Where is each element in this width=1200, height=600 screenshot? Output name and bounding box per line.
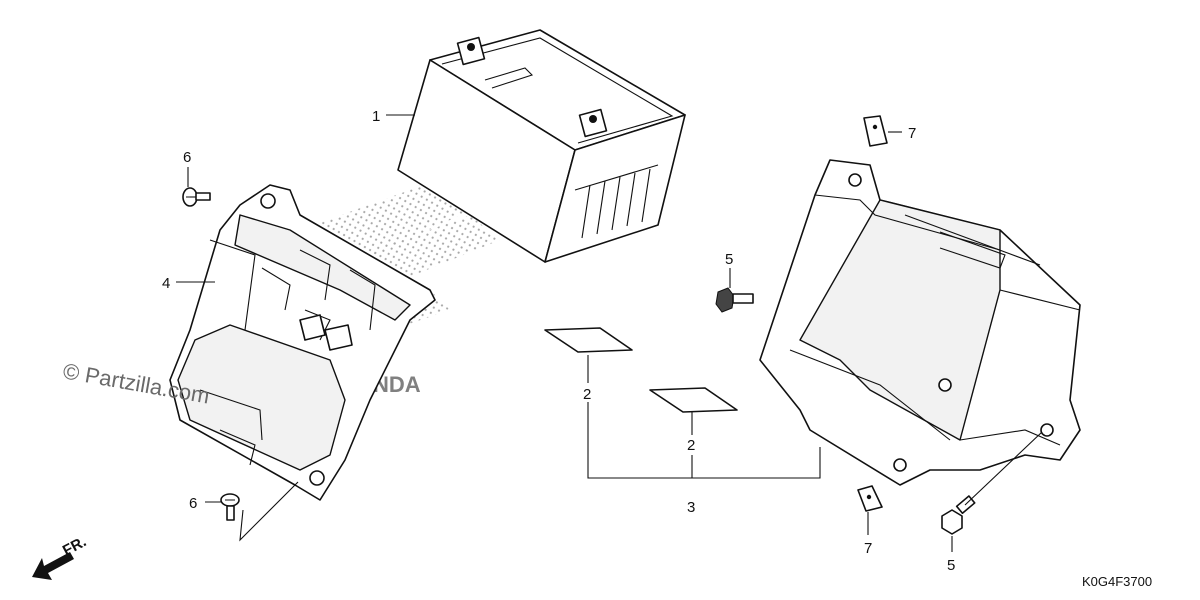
callout-screw-upper: 6 — [183, 149, 191, 166]
callout-cover: 4 — [162, 275, 170, 292]
callout-clip-upper: 7 — [908, 125, 916, 142]
battery-cover — [169, 184, 436, 501]
clip-upper — [863, 115, 888, 147]
callout-pad-set: 3 — [687, 499, 695, 516]
bolt-right-upper — [715, 287, 754, 313]
battery-box — [759, 159, 1081, 486]
callout-bolt-upper: 5 — [725, 251, 733, 268]
clip-lower — [857, 485, 883, 512]
pad-a — [544, 327, 633, 353]
callout-pad-a: 2 — [583, 386, 591, 403]
arrow-icon — [32, 552, 74, 580]
battery — [397, 29, 686, 263]
diagram-code: K0G4F3700 — [1082, 574, 1152, 589]
pad-b — [649, 387, 738, 413]
bolt-right-lower — [941, 495, 976, 535]
callout-clip-lower: 7 — [864, 540, 872, 557]
callout-bolt-lower: 5 — [947, 557, 955, 574]
battery-terminal-negative — [456, 36, 486, 66]
leader-lines — [176, 114, 1043, 552]
screw-lower — [220, 493, 240, 521]
callout-battery: 1 — [372, 108, 380, 125]
callout-screw-lower: 6 — [189, 495, 197, 512]
callout-pad-b: 2 — [687, 437, 695, 454]
screw-upper — [182, 187, 211, 207]
battery-terminal-positive — [578, 108, 608, 138]
front-direction-arrow: FR. — [32, 533, 89, 580]
